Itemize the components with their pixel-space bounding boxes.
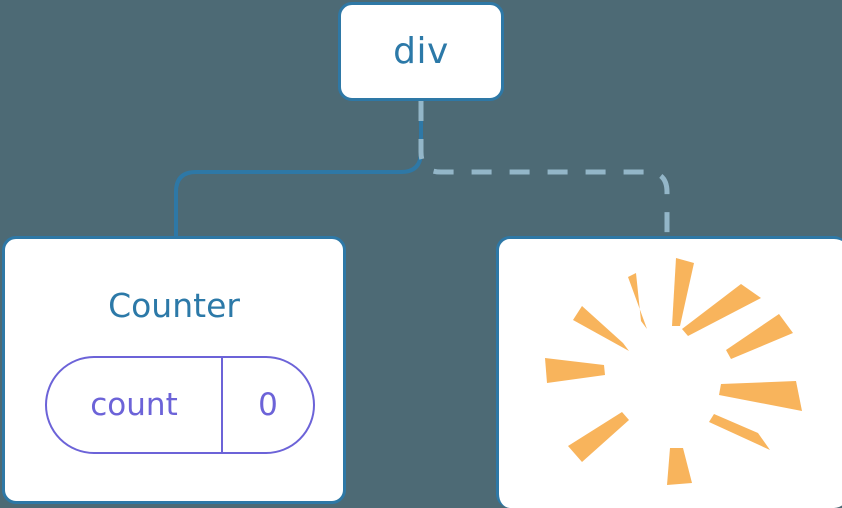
- div-node-label: div: [393, 30, 449, 72]
- div-node[interactable]: div: [338, 2, 504, 101]
- counter-state-key-label: count: [90, 386, 178, 423]
- counter-node[interactable]: Counter count 0: [2, 236, 346, 504]
- counter-state-value-label: 0: [258, 386, 278, 423]
- connector-div-to-sparkle: [418, 101, 670, 240]
- counter-node-title: Counter: [108, 286, 240, 325]
- counter-state-key: count: [47, 358, 223, 452]
- counter-state-pill[interactable]: count 0: [45, 356, 315, 454]
- counter-state-value: 0: [223, 358, 313, 452]
- sparkle-burst-icon: [545, 258, 802, 485]
- connector-div-to-counter: [174, 99, 423, 242]
- sparkle-node[interactable]: [496, 236, 842, 508]
